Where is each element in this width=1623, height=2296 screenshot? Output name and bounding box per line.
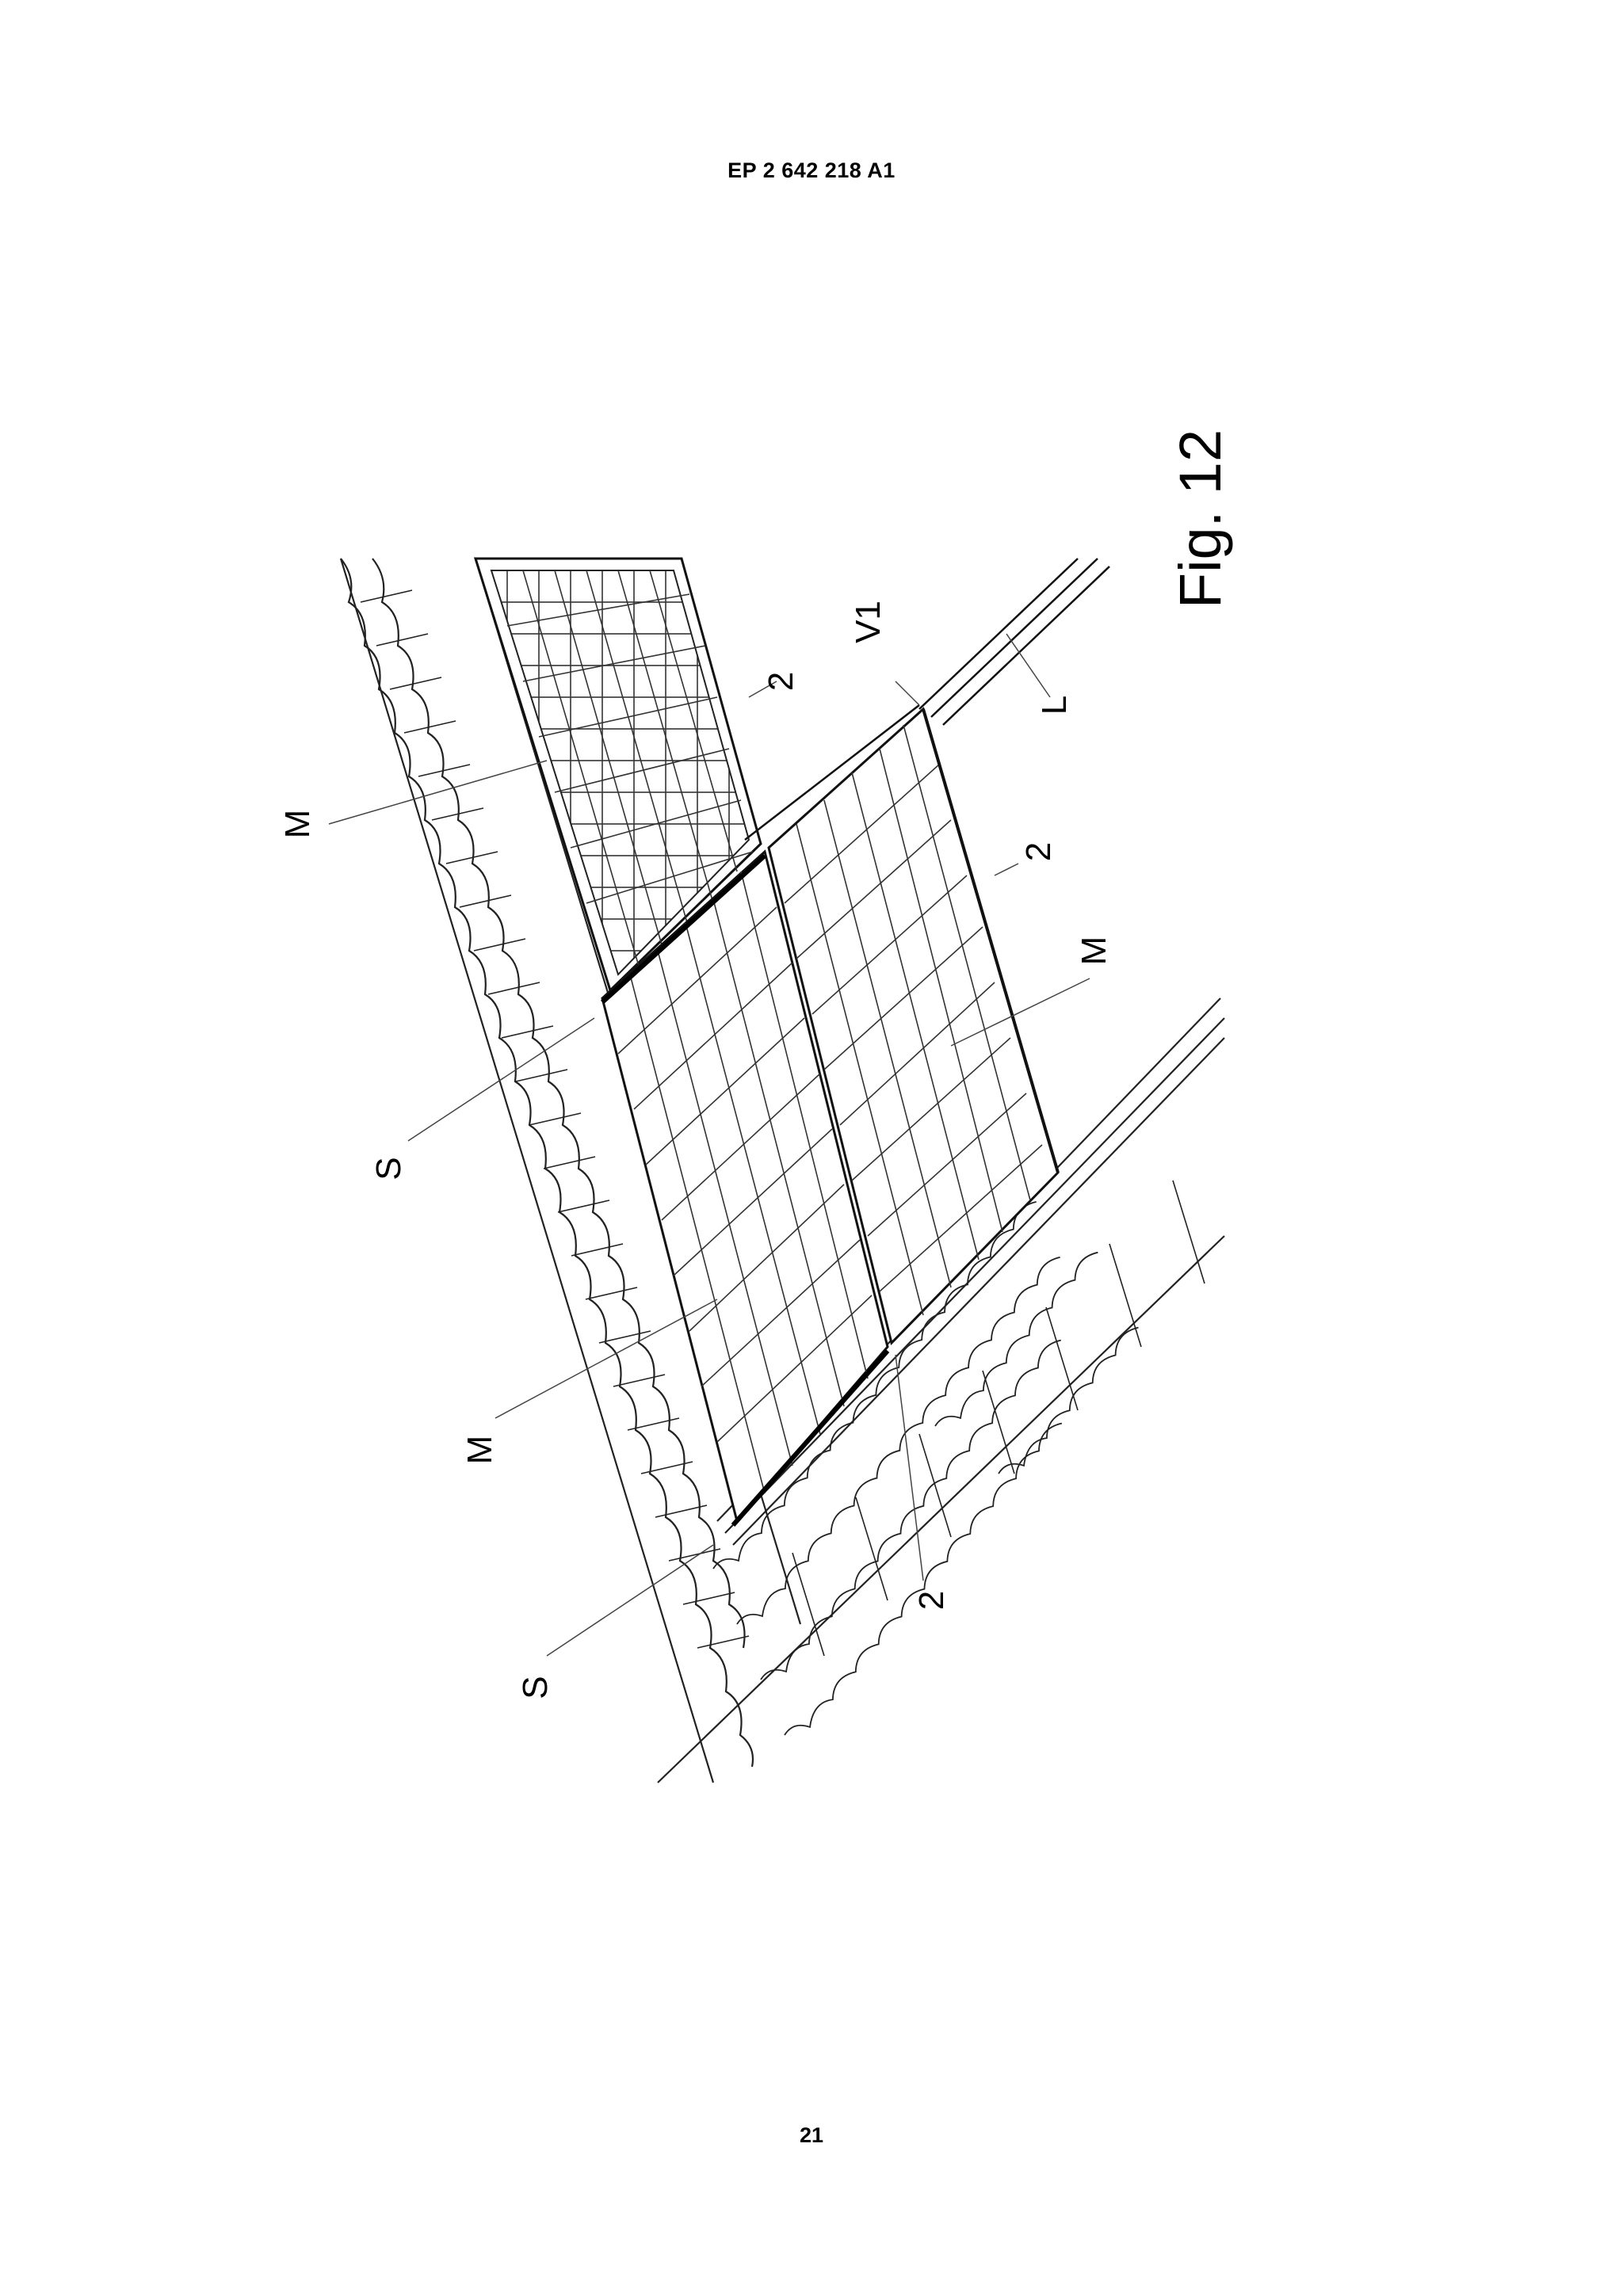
label-module-right: M [1075, 936, 1113, 966]
label-edge-right: 2 [1019, 842, 1058, 861]
solar-module-right [767, 707, 1060, 1345]
label-clamp-bottom: S [516, 1676, 555, 1699]
publication-number: EP 2 642 218 A1 [727, 158, 896, 182]
label-edge-top: 2 [762, 672, 800, 691]
label-clamp-top: S [369, 1157, 408, 1180]
solar-module-upper [473, 557, 762, 993]
label-module-top: M [278, 810, 317, 839]
page-number: 21 [799, 2123, 824, 2147]
label-rail: L [1035, 696, 1074, 715]
label-edge-bottom: 2 [912, 1591, 951, 1610]
label-connector: V1 [849, 601, 888, 643]
solar-module-left [600, 849, 890, 1527]
mounting-rail [744, 558, 1110, 841]
label-module-left: M [460, 1436, 499, 1465]
figure-caption: Fig. 12 [1167, 429, 1233, 608]
leader-lines [328, 633, 1090, 1657]
